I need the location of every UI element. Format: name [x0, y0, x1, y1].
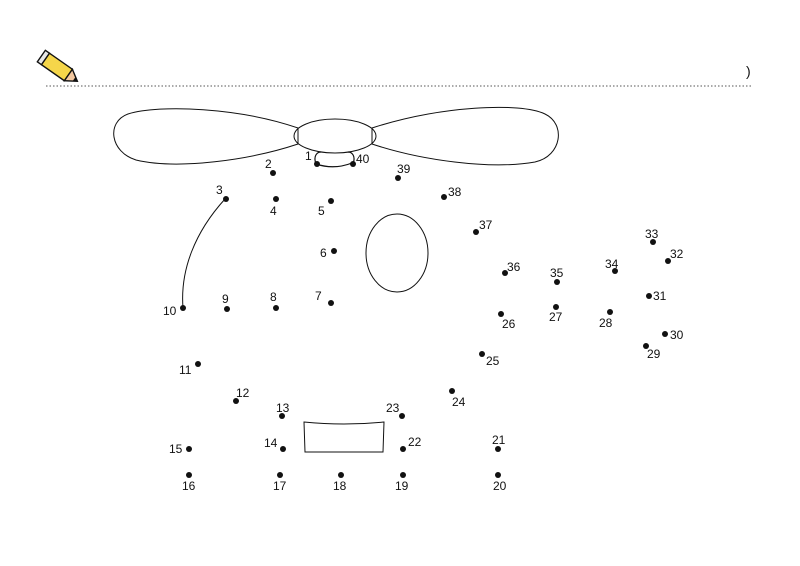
propeller-right-blade [371, 106, 559, 166]
dot-28[interactable] [607, 309, 613, 315]
dot-3[interactable] [223, 196, 229, 202]
dot-label-29: 29 [647, 347, 661, 361]
dot-label-16: 16 [182, 479, 196, 493]
dot-13[interactable] [279, 413, 285, 419]
dot-label-36: 36 [507, 260, 521, 274]
dot-label-13: 13 [276, 401, 290, 415]
dot-33[interactable] [650, 239, 656, 245]
dot-label-39: 39 [397, 162, 411, 176]
dot-label-10: 10 [163, 304, 177, 318]
dot-16[interactable] [186, 472, 192, 478]
dot-label-7: 7 [315, 289, 322, 303]
dot-30[interactable] [662, 331, 668, 337]
dot-36[interactable] [502, 270, 508, 276]
dot-label-35: 35 [550, 266, 564, 280]
dot-14[interactable] [280, 446, 286, 452]
dot-34[interactable] [612, 268, 618, 274]
dot-8[interactable] [273, 305, 279, 311]
dot-6[interactable] [331, 248, 337, 254]
dot-label-23: 23 [386, 401, 400, 415]
dot-label-32: 32 [670, 247, 684, 261]
dot-24[interactable] [449, 388, 455, 394]
dot-31[interactable] [646, 293, 652, 299]
dot-label-3: 3 [216, 183, 223, 197]
dot-38[interactable] [441, 194, 447, 200]
dot-label-24: 24 [452, 395, 466, 409]
dot-32[interactable] [665, 258, 671, 264]
dot-label-17: 17 [273, 479, 287, 493]
dot-label-31: 31 [653, 289, 667, 303]
dot-label-9: 9 [222, 292, 229, 306]
propeller-hub [293, 118, 377, 154]
dot-15[interactable] [186, 446, 192, 452]
dot-label-15: 15 [169, 442, 183, 456]
skid-box [303, 421, 385, 453]
dot-22[interactable] [400, 446, 406, 452]
dot-35[interactable] [554, 279, 560, 285]
numbered-dots: 1 2 3 4 5 6 7 8 9 10 11 12 13 14 15 16 1 [163, 149, 684, 493]
dot-label-18: 18 [333, 479, 347, 493]
dot-label-20: 20 [493, 479, 507, 493]
dot-39[interactable] [395, 175, 401, 181]
dot-label-28: 28 [599, 316, 613, 330]
dot-label-26: 26 [502, 317, 516, 331]
dot-label-19: 19 [395, 479, 409, 493]
dot-label-6: 6 [320, 246, 327, 260]
dot-label-27: 27 [549, 310, 563, 324]
dot-26[interactable] [498, 311, 504, 317]
dot-label-4: 4 [270, 204, 277, 218]
dot-label-34: 34 [605, 257, 619, 271]
dot-9[interactable] [224, 306, 230, 312]
dot-label-38: 38 [448, 185, 462, 199]
dot-label-22: 22 [408, 435, 422, 449]
dot-17[interactable] [277, 472, 283, 478]
dot-2[interactable] [270, 170, 276, 176]
dot-label-1: 1 [305, 149, 312, 163]
closing-paren: ) [746, 63, 751, 79]
dot-7[interactable] [328, 300, 334, 306]
dot-5[interactable] [328, 198, 334, 204]
dot-20[interactable] [495, 472, 501, 478]
dot-23[interactable] [399, 413, 405, 419]
dot-12[interactable] [233, 398, 239, 404]
dot-25[interactable] [479, 351, 485, 357]
dot-label-33: 33 [645, 227, 659, 241]
pencil-icon [36, 49, 79, 83]
mast-arc [314, 151, 355, 168]
dot-label-14: 14 [264, 436, 278, 450]
dot-label-37: 37 [479, 218, 493, 232]
dot-label-12: 12 [236, 386, 250, 400]
dot-label-25: 25 [486, 354, 500, 368]
dot-label-30: 30 [670, 328, 684, 342]
dot-18[interactable] [338, 472, 344, 478]
dot-27[interactable] [553, 304, 559, 310]
dot-4[interactable] [273, 196, 279, 202]
cabin-window [365, 213, 429, 293]
dot-label-40: 40 [356, 152, 370, 166]
dot-label-11: 11 [179, 363, 192, 377]
dot-label-21: 21 [492, 433, 506, 447]
dot-label-8: 8 [270, 290, 277, 304]
dot-label-2: 2 [265, 157, 272, 171]
dot-21[interactable] [495, 446, 501, 452]
dot-1[interactable] [314, 161, 320, 167]
dot-40[interactable] [350, 161, 356, 167]
dot-19[interactable] [400, 472, 406, 478]
dot-37[interactable] [473, 229, 479, 235]
dot-label-5: 5 [318, 204, 325, 218]
dot-29[interactable] [643, 343, 649, 349]
dot-10[interactable] [180, 305, 186, 311]
dot-11[interactable] [195, 361, 201, 367]
propeller-left-blade [113, 108, 299, 165]
pre-drawn-curve [182, 198, 226, 309]
